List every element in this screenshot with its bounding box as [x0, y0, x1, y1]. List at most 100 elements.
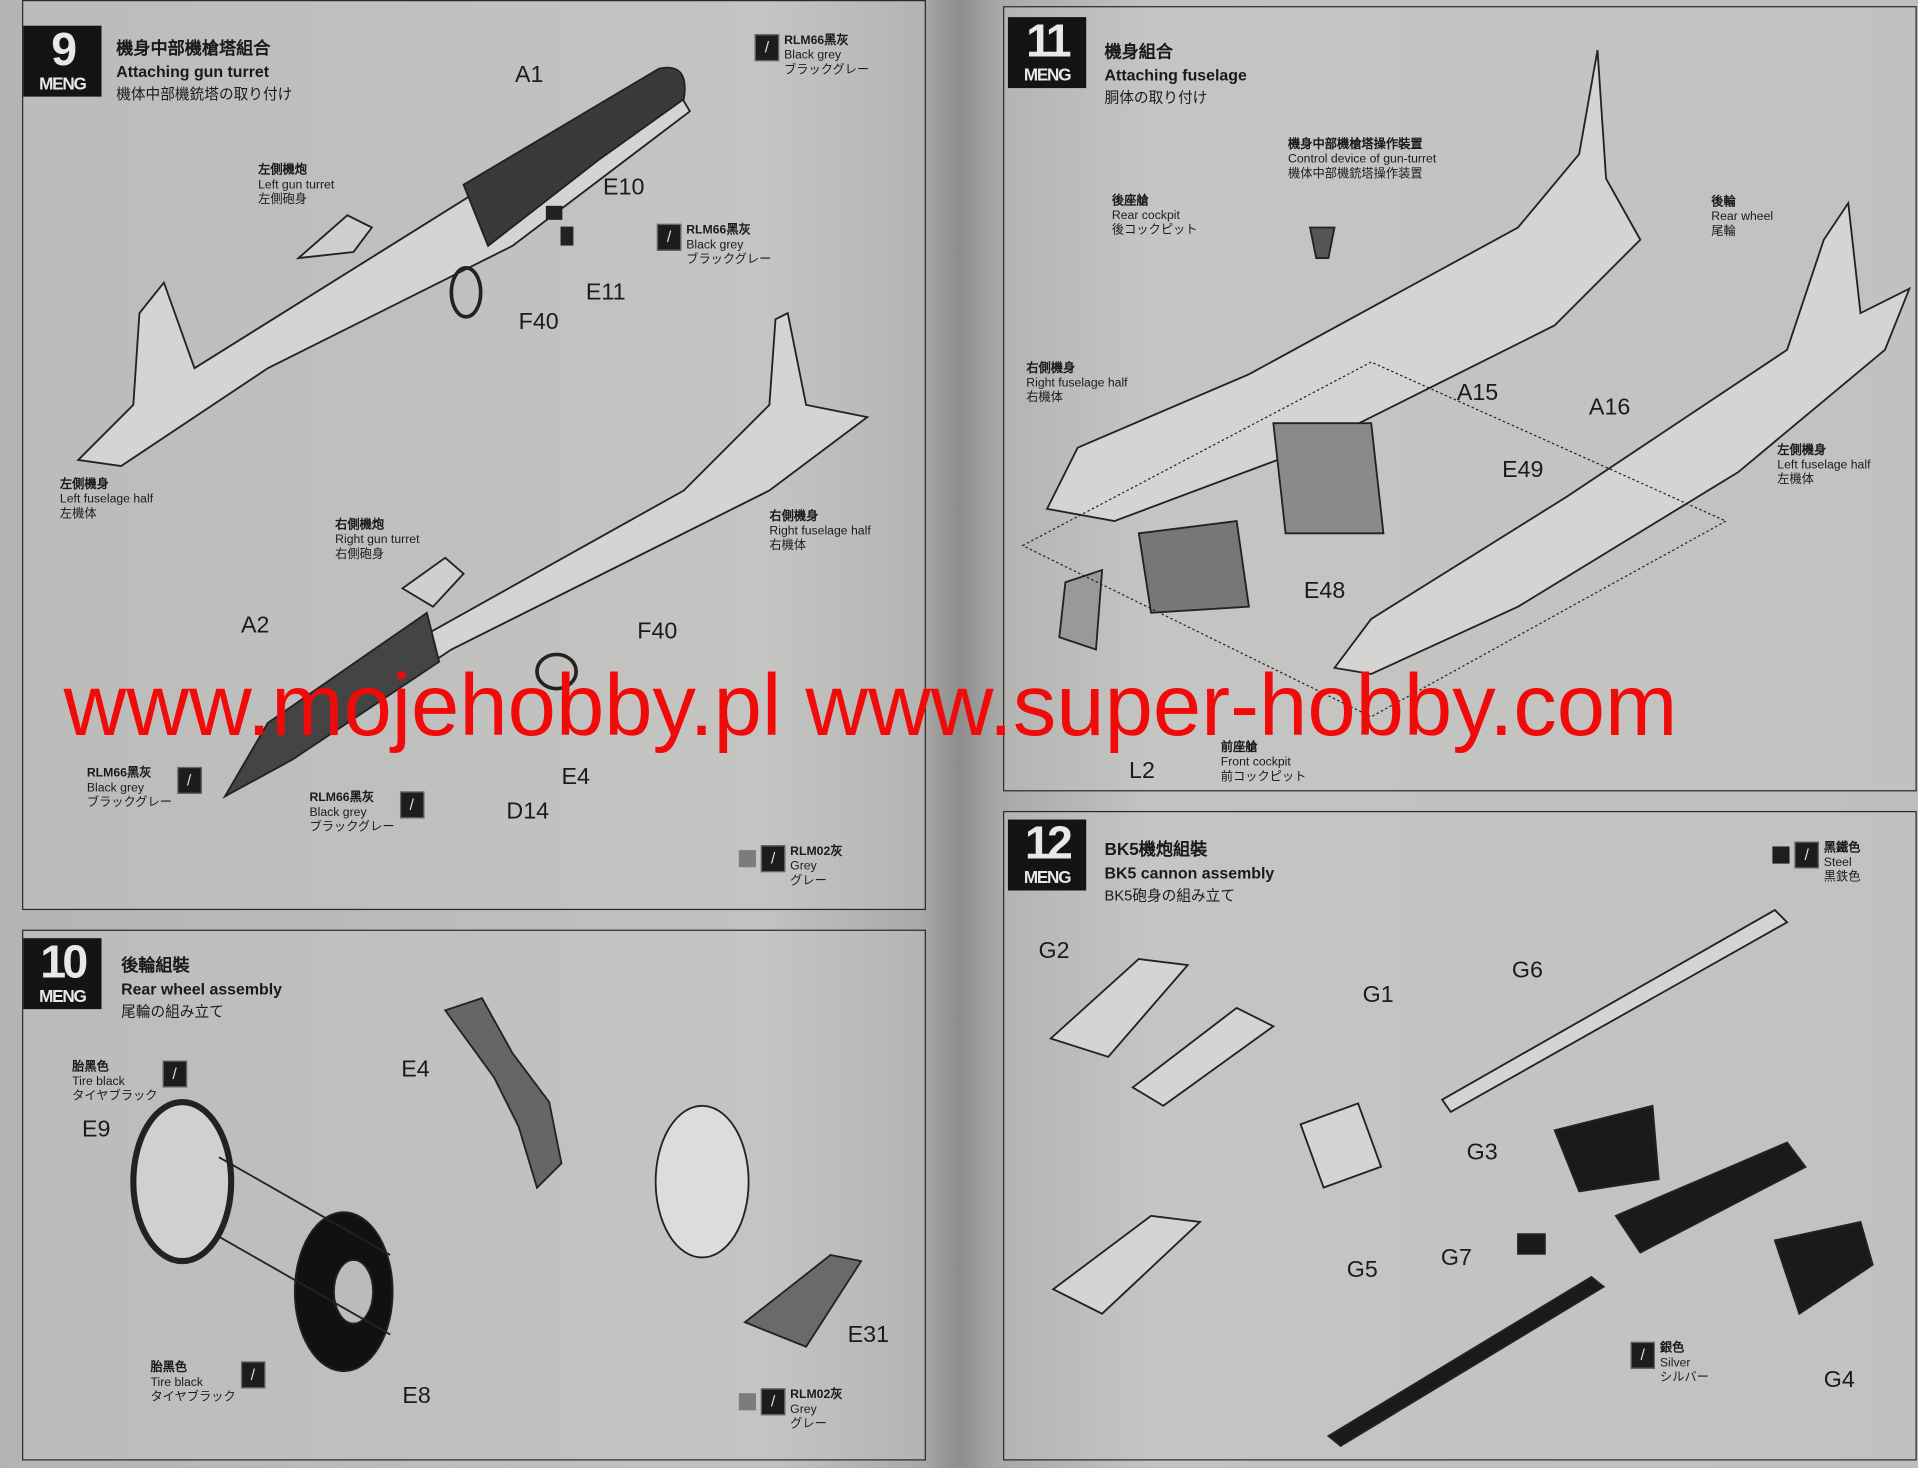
part-label: L2 [1129, 758, 1155, 785]
title-en: Attaching gun turret [116, 62, 270, 81]
text-line: Rear wheel [1711, 210, 1774, 224]
fuselage-assembly-diagram [1021, 49, 1912, 718]
diagram-shape [1048, 908, 1874, 1447]
diagram-shape [1058, 568, 1104, 651]
diagram-shape [443, 997, 563, 1190]
text-line: 尾輪の組み立て [121, 1003, 224, 1021]
text-line: Tire black [150, 1376, 204, 1390]
text-line: 左機体 [1777, 473, 1815, 487]
text-line: Right fuselage half [769, 524, 871, 539]
part-label: D14 [506, 798, 550, 825]
diagram-shape [1332, 200, 1912, 675]
step-9-badge: 9 MENG [23, 24, 102, 97]
part-label: G1 [1362, 982, 1394, 1008]
text-line: Grey [790, 1403, 817, 1417]
text-line: 前座艙 [1220, 741, 1258, 755]
text-line: Steel [1823, 856, 1852, 870]
diagram-shape [1773, 1220, 1874, 1316]
text-line: タイヤブラック [150, 1390, 236, 1405]
text-line: 右側機身 [769, 510, 819, 524]
brush-icon: / [176, 766, 202, 794]
part-label: E4 [401, 1056, 430, 1083]
text-line: Black grey [309, 806, 367, 820]
text-line: Right gun turret [335, 533, 420, 547]
meng-logo: MENG [39, 73, 87, 93]
diagram-shape [1553, 1104, 1660, 1193]
diagram-shape [1051, 1214, 1203, 1315]
text-line: RLM66黑灰 [86, 766, 152, 781]
diagram-shape [449, 266, 483, 319]
grey-swatch [738, 850, 756, 868]
text-line: グレー [790, 874, 827, 889]
text-line: シルバー [1659, 1371, 1709, 1385]
text-line: 黑鐵色 [1823, 841, 1861, 856]
text-line: 左機体 [59, 507, 97, 522]
text-line: Left fuselage half [1777, 458, 1871, 473]
text-line: 黒鉄色 [1823, 870, 1861, 885]
step-10-badge: 10 MENG [23, 938, 102, 1010]
diagram-shape [1308, 226, 1336, 260]
text-line: RLM66黑灰 [784, 34, 849, 48]
part-label: E9 [81, 1116, 111, 1143]
diagram-shape [560, 226, 574, 246]
cannon-diagram [1048, 908, 1874, 1447]
text-line: Black grey [686, 238, 744, 252]
meng-logo: MENG [1023, 64, 1072, 85]
text-line: Left fuselage half [59, 492, 154, 507]
text-line: 後輪 [1711, 195, 1736, 210]
part-label: A2 [240, 612, 270, 639]
part-label: E31 [847, 1322, 890, 1348]
text-line: Right fuselage half [1026, 376, 1128, 391]
text-line: 左側機身 [1777, 444, 1827, 458]
diagram-shape [1440, 908, 1789, 1114]
text-line: RLM02灰 [790, 845, 843, 859]
part-label: E10 [603, 174, 645, 201]
text-line: RLM02灰 [790, 1388, 843, 1402]
text-line: 右機体 [769, 539, 807, 553]
brush-icon: / [1630, 1341, 1655, 1369]
part-label: E49 [1502, 457, 1544, 484]
diagram-shape [400, 556, 465, 608]
brush-icon: / [1794, 841, 1819, 869]
diagram-shape [743, 1254, 863, 1348]
text-line: タイヤブラック [72, 1089, 158, 1104]
part-label: G6 [1511, 957, 1543, 984]
step-number: 9 [51, 24, 77, 76]
part-label: F40 [637, 618, 678, 645]
diagram-shape [654, 1104, 750, 1259]
text-line: ブラックグレー [686, 253, 772, 267]
part-label: E11 [585, 280, 626, 306]
diagram-shape [130, 997, 863, 1373]
step-12-badge: 12 MENG [1007, 818, 1087, 891]
text-line: Rear wheel assembly [121, 979, 282, 999]
brush-icon: / [162, 1060, 187, 1088]
text-line: BK5 cannon assembly [1104, 863, 1275, 882]
text-line: Black grey [86, 781, 144, 796]
diagram-shape [1131, 1006, 1276, 1107]
text-line: 右側砲身 [335, 547, 385, 562]
text-line: Silver [1659, 1356, 1691, 1370]
diagram-shape [1614, 1141, 1807, 1254]
step-number: 12 [1024, 818, 1073, 870]
text-line: 左側機炮 [258, 163, 308, 178]
text-line: 機身組合 [1104, 41, 1174, 62]
text-line: ブラックグレー [86, 796, 172, 810]
text-line: BK5機炮組裝 [1104, 839, 1208, 859]
fuselage-diagram [76, 66, 870, 799]
text-line: 銀色 [1659, 1341, 1685, 1356]
part-label: A15 [1456, 380, 1499, 407]
